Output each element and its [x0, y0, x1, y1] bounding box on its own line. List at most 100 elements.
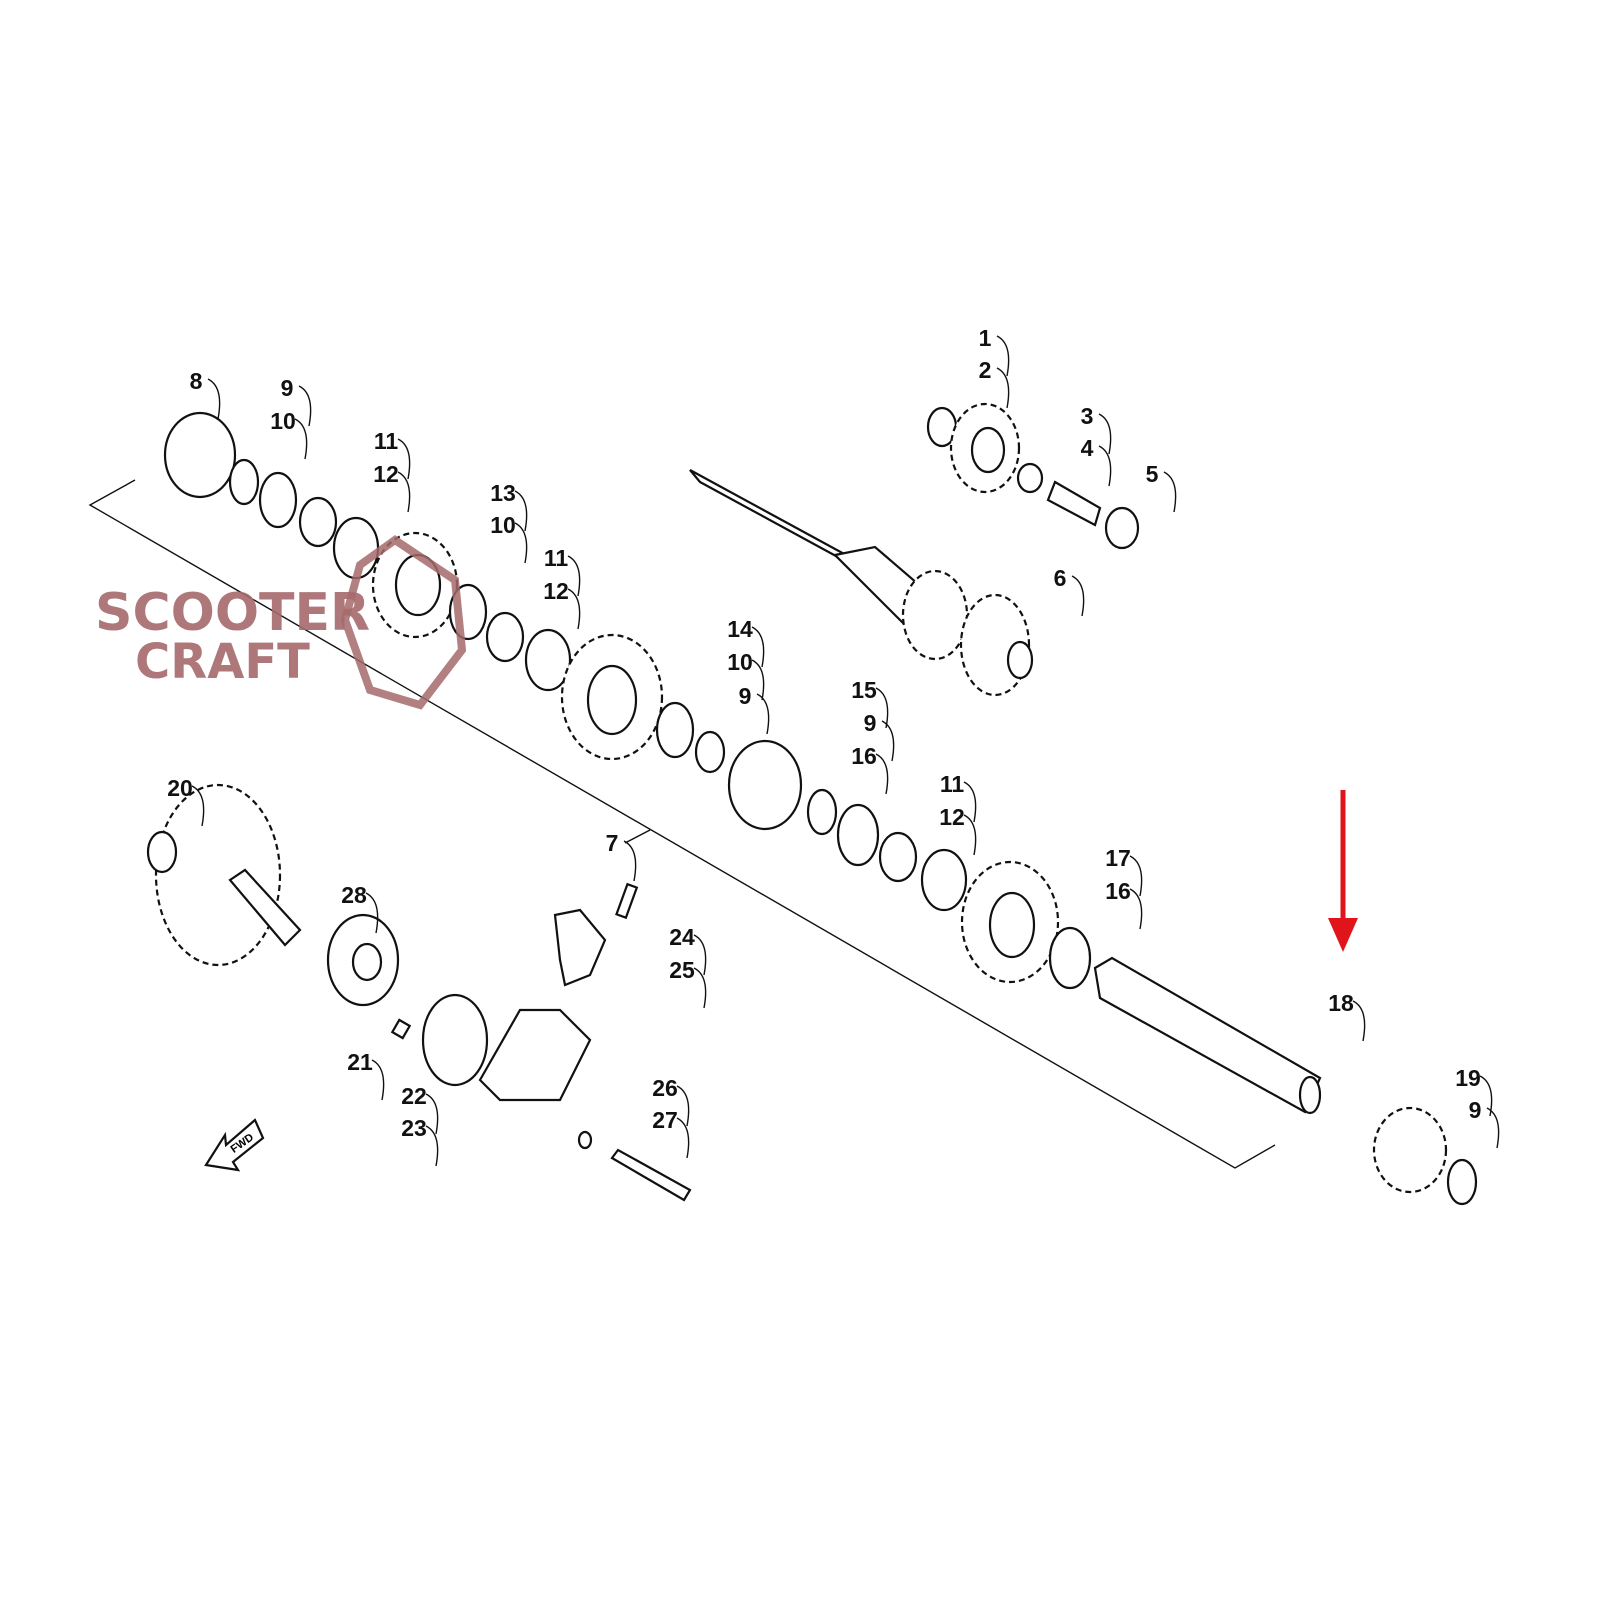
washer-part-26 — [577, 1130, 593, 1150]
leader-line — [693, 967, 707, 1009]
bolt-part-24 — [615, 882, 639, 920]
dog-part-8 — [163, 411, 237, 499]
watermark-logo: SCOOTER CRAFT — [95, 535, 467, 710]
bearing-part-12b — [524, 628, 572, 692]
callout-10: 10 — [270, 408, 296, 434]
bushing-part-11 — [298, 496, 338, 548]
washer-part-16b — [1048, 926, 1092, 990]
leader-line — [623, 840, 637, 882]
leader-line — [693, 934, 707, 976]
bushing-part-11c — [878, 831, 918, 883]
callout-10: 10 — [490, 512, 516, 538]
callout-15: 15 — [851, 677, 877, 703]
bushing-part-11b — [485, 611, 525, 663]
highlight-arrow-icon — [1328, 790, 1358, 952]
leader-line — [1129, 888, 1143, 930]
bushing-part-3 — [1016, 462, 1044, 494]
leader-line — [567, 555, 581, 597]
callout-28: 28 — [341, 882, 367, 908]
circlip-part-9d — [1446, 1158, 1478, 1206]
bearing-part-28-bore — [351, 942, 383, 982]
gear-part-20-hub — [146, 830, 178, 874]
leader-line — [1486, 1107, 1500, 1149]
leader-line — [567, 588, 581, 630]
callout-18: 18 — [1328, 990, 1354, 1016]
callout-1: 1 — [979, 325, 992, 351]
leader-line — [751, 659, 765, 701]
bearing-part-12c — [920, 848, 968, 912]
leader-line — [298, 385, 312, 427]
washer-part-10c — [655, 701, 695, 759]
leader-line — [996, 367, 1010, 409]
callout-21: 21 — [347, 1049, 373, 1075]
leader-line — [514, 522, 528, 564]
callout-23: 23 — [401, 1115, 427, 1141]
leader-line — [676, 1085, 690, 1127]
dog-part-15 — [727, 739, 803, 831]
leader-line — [676, 1117, 690, 1159]
callout-24: 24 — [669, 924, 695, 950]
callout-2: 2 — [979, 357, 992, 383]
leader-line — [875, 687, 889, 729]
collar-part-5 — [1104, 506, 1140, 550]
leader-line — [751, 626, 765, 668]
leader-line — [963, 781, 977, 823]
callout-22: 22 — [401, 1083, 427, 1109]
leader-line — [365, 892, 379, 934]
circlip-part-9c — [806, 788, 838, 836]
callout-16: 16 — [851, 743, 877, 769]
leader-line — [1163, 471, 1177, 513]
callout-5: 5 — [1146, 461, 1159, 487]
gear-part-14-bore — [586, 664, 638, 736]
pin-part-21 — [390, 1018, 412, 1040]
assembly-bracket-line — [88, 479, 1276, 1169]
circlip-part-9 — [228, 458, 260, 506]
callout-12: 12 — [373, 461, 399, 487]
leader-line — [207, 378, 221, 420]
leader-line — [1129, 855, 1143, 897]
sleeve-part-4 — [1046, 480, 1102, 527]
callout-9: 9 — [864, 710, 877, 736]
leader-line — [996, 335, 1010, 377]
callout-17: 17 — [1105, 845, 1131, 871]
leader-line — [1071, 575, 1085, 617]
callout-27: 27 — [652, 1107, 678, 1133]
leader-line — [397, 471, 411, 513]
circlip-part-9b — [694, 730, 726, 774]
callout-9: 9 — [281, 375, 294, 401]
callout-8: 8 — [190, 368, 203, 394]
callout-7: 7 — [606, 830, 619, 856]
watermark-line2: CRAFT — [135, 634, 310, 690]
callout-19: 19 — [1455, 1065, 1481, 1091]
leader-line — [756, 693, 770, 735]
leader-line — [294, 418, 308, 460]
callout-11: 11 — [544, 545, 569, 571]
leader-line — [425, 1093, 439, 1135]
leader-line — [425, 1125, 439, 1167]
callout-12: 12 — [543, 578, 569, 604]
callout-9: 9 — [1469, 1097, 1482, 1123]
leader-line — [881, 720, 895, 762]
gear-part-2-bore — [970, 426, 1006, 474]
callout-20: 20 — [167, 775, 193, 801]
callout-10: 10 — [727, 649, 753, 675]
leader-line — [1098, 413, 1112, 455]
leader-line — [191, 785, 205, 827]
leader-line — [514, 490, 528, 532]
callout-11: 11 — [374, 428, 399, 454]
callout-25: 25 — [669, 957, 695, 983]
shaft-part-6 — [689, 469, 1034, 697]
shaft-part-18 — [1093, 956, 1322, 1115]
callout-11: 11 — [940, 771, 965, 797]
washer-part-10 — [258, 471, 298, 529]
leader-line — [875, 753, 889, 795]
leader-line — [1098, 445, 1112, 487]
leader-7 — [624, 829, 651, 844]
callout-12: 12 — [939, 804, 965, 830]
callout-13: 13 — [490, 480, 516, 506]
leader-line — [963, 814, 977, 856]
callout-3: 3 — [1081, 403, 1094, 429]
